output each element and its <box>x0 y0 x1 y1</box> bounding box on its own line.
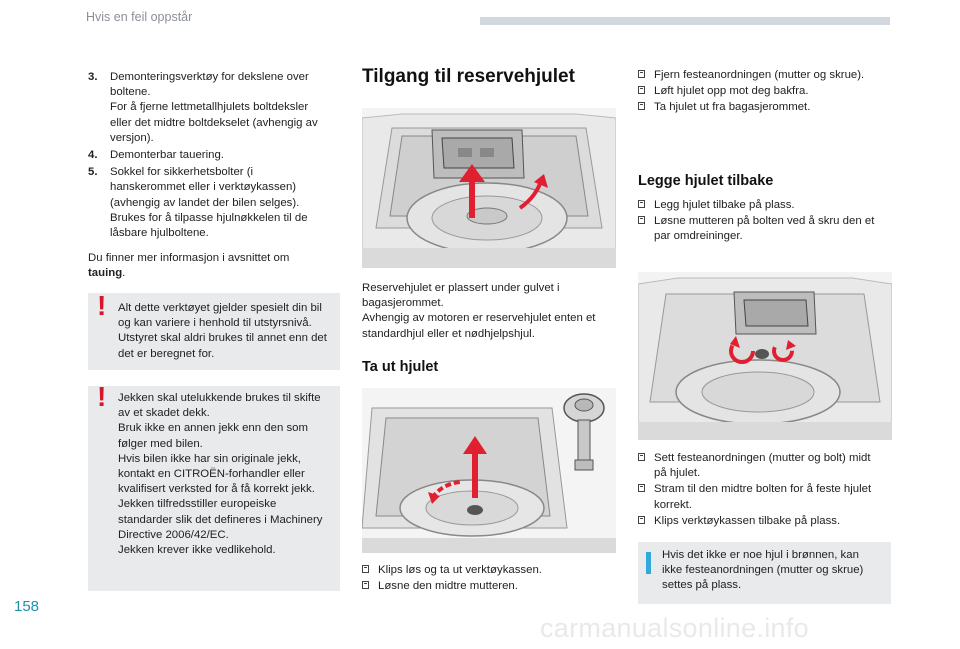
warning-line: standarder slik det defineres i Machiner… <box>118 513 323 526</box>
warning-line: Utstyret skal aldri brukes til annet enn… <box>118 332 327 345</box>
list-item: Klips verktøykassen tilbake på plass. <box>638 514 892 529</box>
warning-line: Bruk ikke en annen jekk enn den som <box>118 422 308 435</box>
numbered-list: 3. Demonteringsverktøy for dekslene over… <box>88 70 338 282</box>
header-section-title: Hvis en feil oppstår <box>86 10 193 24</box>
bullet-text: Stram til den midtre bolten for å feste … <box>654 483 872 496</box>
bullet-text: Legg hjulet tilbake på plass. <box>654 199 795 211</box>
bullet-text: Løsne mutteren på bolten ved å skru den … <box>654 215 875 228</box>
refit-wheel-steps-continued: Sett festeanordningen (mutter og bolt) m… <box>638 451 892 530</box>
item-line: versjon). <box>110 131 154 144</box>
warning-line: følger med bilen. <box>118 437 203 450</box>
warning-line: og kan variere i henhold til utstyrsnivå… <box>118 317 312 330</box>
warning-line: Jekken krever ikke vedlikehold. <box>118 544 276 557</box>
list-item: Stram til den midtre bolten for å feste … <box>638 482 892 512</box>
item-number: 4. <box>88 149 98 162</box>
bullet-text: Klips løs og ta ut verktøykassen. <box>378 564 542 576</box>
item-line: eller det midtre boltdekselet (avhengig … <box>110 116 318 129</box>
trunk-figure-remove-wheel <box>362 388 616 553</box>
more-info-end: . <box>122 267 126 280</box>
info-line: Hvis det ikke er noe hjul i brønnen, kan <box>662 549 859 561</box>
checkbox-bullet-icon <box>638 453 645 461</box>
list-item: Løsne den midtre mutteren. <box>362 579 616 594</box>
intro-line: bagasjerommet. <box>362 297 444 310</box>
list-item-4: 4. Demonterbar tauering. <box>88 148 338 163</box>
remove-wheel-steps-continued: Fjern festeanordningen (mutter og skrue)… <box>638 68 892 117</box>
warning-line: kontakt en CITROËN-forhandler eller <box>118 468 305 481</box>
page-number: 158 <box>14 598 40 615</box>
bullet-text: Ta hjulet ut fra bagasjerommet. <box>654 101 811 114</box>
trunk-figure-refit-wheel <box>638 272 892 440</box>
checkbox-bullet-icon <box>638 216 645 225</box>
list-item: Ta hjulet ut fra bagasjerommet. <box>638 100 892 115</box>
intro-paragraph: Reservehjulet er plassert under gulvet i… <box>362 281 616 342</box>
info-line: settes på plass. <box>662 579 742 592</box>
bullet-text: Sett festeanordningen (mutter og bolt) m… <box>654 452 871 464</box>
item-line: boltene. <box>110 86 151 99</box>
checkbox-bullet-icon <box>362 581 369 590</box>
list-item-3: 3. Demonteringsverktøy for dekslene over… <box>88 70 338 146</box>
bullet-text: Løft hjulet opp mot deg bakfra. <box>654 85 809 98</box>
intro-line: Reservehjulet er plassert under gulvet i <box>362 282 560 294</box>
item-line: låsbare hjulboltene. <box>110 227 209 240</box>
bullet-text: Fjern festeanordningen (mutter og skrue)… <box>654 69 865 81</box>
warning-line: av et skadet dekk. <box>118 407 210 420</box>
checkbox-bullet-icon <box>638 102 645 111</box>
intro-line: standardhjul eller et nødhjelpshjul. <box>362 327 535 340</box>
checkbox-bullet-icon <box>638 86 645 95</box>
bullet-text: Klips verktøykassen tilbake på plass. <box>654 514 841 527</box>
more-info-paragraph: Du finner mer informasjon i avsnittet om… <box>88 251 338 281</box>
checkbox-bullet-icon <box>638 484 645 493</box>
subtitle-remove-wheel: Ta ut hjulet <box>362 359 439 375</box>
refit-wheel-steps: Legg hjulet tilbake på plass. Løsne mutt… <box>638 198 892 246</box>
towing-link[interactable]: tauing <box>88 267 123 280</box>
item-line: hanskerommet eller i verktøykassen) <box>110 181 297 194</box>
intro-line: Avhengig av motoren er reservehjulet ent… <box>362 312 596 325</box>
section-title-spare-wheel: Tilgang til reservehjulet <box>362 66 575 87</box>
item-line: (avhengig av landet der bilen selges). <box>110 196 300 209</box>
warning-line: det er beregnet for. <box>118 347 215 360</box>
item-line: Demonterbar tauering. <box>110 149 224 162</box>
item-number: 5. <box>88 166 98 179</box>
checkbox-bullet-icon <box>638 70 645 78</box>
warning-line: Directive 2006/42/EC. <box>118 528 229 541</box>
list-item-5: 5. Sokkel for sikkerhetsbolter (i hanske… <box>88 165 338 241</box>
trunk-figure-toolbox <box>362 108 616 268</box>
warning-line: Alt dette verktøyet gjelder spesielt din… <box>118 302 322 314</box>
more-info-text: Du finner mer informasjon i avsnittet om <box>88 252 290 265</box>
info-icon <box>646 552 651 574</box>
item-line: For å fjerne lettmetallhjulets boltdeksl… <box>110 101 309 114</box>
subtitle-refit-wheel: Legge hjulet tilbake <box>638 173 774 189</box>
warning-icon: ! <box>97 290 107 321</box>
list-item: Løsne mutteren på bolten ved å skru den … <box>638 214 892 244</box>
list-item: Klips løs og ta ut verktøykassen. <box>362 563 616 578</box>
warning-line: Hvis bilen ikke har sin originale jekk, <box>118 452 301 465</box>
bullet-text: Løsne den midtre mutteren. <box>378 580 518 593</box>
header-bar <box>480 17 890 25</box>
item-line: Demonteringsverktøy for dekslene over <box>110 71 309 83</box>
item-number: 3. <box>88 71 98 83</box>
warning-icon: ! <box>97 381 107 412</box>
warning-box-tools: ! Alt dette verktøyet gjelder spesielt d… <box>88 290 340 370</box>
list-item: Fjern festeanordningen (mutter og skrue)… <box>638 68 892 83</box>
list-item: Sett festeanordningen (mutter og bolt) m… <box>638 451 892 481</box>
checkbox-bullet-icon <box>638 515 645 524</box>
item-line: Sokkel for sikkerhetsbolter (i <box>110 166 254 179</box>
warning-line: Jekken skal utelukkende brukes til skift… <box>118 392 321 404</box>
warning-box-jack: ! Jekken skal utelukkende brukes til ski… <box>88 381 340 591</box>
checkbox-bullet-icon <box>362 565 369 573</box>
bullet-text: på hjulet. <box>654 467 701 480</box>
list-item: Løft hjulet opp mot deg bakfra. <box>638 84 892 99</box>
item-line: Brukes for å tilpasse hjulnøkkelen til d… <box>110 211 308 224</box>
info-box: Hvis det ikke er noe hjul i brønnen, kan… <box>638 542 891 604</box>
list-item: Legg hjulet tilbake på plass. <box>638 198 892 213</box>
checkbox-bullet-icon <box>638 200 645 208</box>
info-line: ikke festeanordningen (mutter og skrue) <box>662 564 864 577</box>
warning-line: Jekken tilfredsstiller europeiske <box>118 498 277 511</box>
bullet-text: par omdreininger. <box>654 230 743 243</box>
bullet-text: korrekt. <box>654 498 692 511</box>
warning-line: kvalifisert verksted for å få korrekt je… <box>118 483 315 496</box>
remove-wheel-steps: Klips løs og ta ut verktøykassen. Løsne … <box>362 563 616 595</box>
watermark: carmanualsonline.info <box>540 613 809 643</box>
